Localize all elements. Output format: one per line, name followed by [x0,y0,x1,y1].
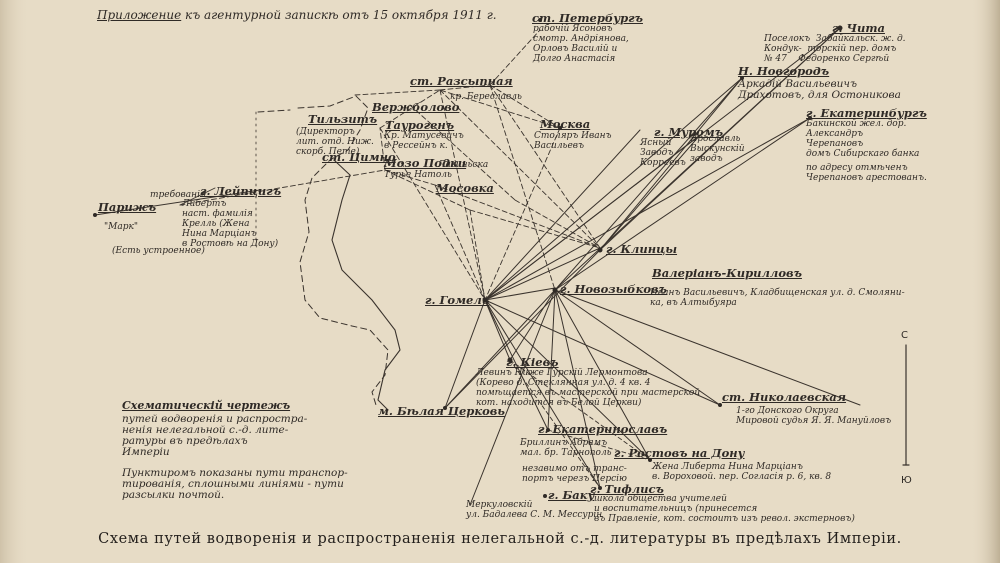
label-valerian-note: Иванъ Васильевичъ, Кладбищенская ул. д. … [650,288,905,308]
label-klintsy: г. Клинцы [606,242,678,256]
label-ekaterinburg-note: Бакинской жел. дор. Александръ Черепанов… [806,119,920,159]
nnovgorod-dot [740,76,744,80]
label-paris: Парижъ [98,200,157,214]
label-tilsit: Тильзитъ [308,112,378,126]
label-st-tsimno: ст. Цимно [322,150,396,164]
map-caption: Схема путей водворенія и распространенія… [98,531,902,547]
label-gomel: г. Гомель [425,293,490,307]
legend-body: путей водворенія и распростра- ненія нел… [122,413,308,458]
label-moscow: Москва [540,117,591,131]
label-kiev: г. Кіевъ [506,355,559,369]
belaya-dot [443,406,447,410]
paris-route-2 [179,187,216,206]
label-mezo: Мозо Подки [384,156,467,170]
label-rostov: г. Ростовъ на Дону [614,446,745,460]
label-mosovka: Мосовка [436,181,494,195]
label-murom: г. Муромъ [654,125,724,139]
label-n-novgorod-note: Аркадій Васильевичъ Драхотовъ, для Остон… [738,78,901,101]
label-tiflis-note: школа общества учителей и воспитательниц… [594,494,855,524]
dashed-transport-routes [179,29,601,301]
label-leipzig: г. Лейпцигъ [200,184,282,198]
paris-dot [93,213,97,217]
label-belaya-tserkov: м. Бѣлая Церковь [378,404,505,418]
label-paris-note3: (Есть устроенное) [112,246,205,256]
novozybkov-dot [552,287,558,293]
moscow-dot [558,126,562,130]
label-tsimno-note: Лазиньска [438,160,489,170]
label-taurogen-note: Кр. Матусевичъ в Рессейнъ к. [384,131,464,151]
ekaterinburg-dot [808,116,812,120]
label-petersburg-note: рабочій Ясоновъ смотр. Андріянова, Орлов… [533,24,629,64]
appendix-heading: Приложение къ агентурной запискѣ отъ 15 … [97,8,497,22]
ekaterinoslav-dot [546,428,550,432]
border-line [257,95,389,406]
legend-note: Пунктиромъ показаны пути транспор- тиров… [122,467,348,501]
label-ekaterinburg-note2: по адресу отмѣченъ Черепановъ арестованъ… [806,163,927,183]
dashed-south-routes [509,359,651,489]
label-transport-note: незавимо отъ транс- портъ черезъ Персію [522,464,627,484]
klintsy-dot [597,247,603,253]
label-mozo-note: Турье Натоль [384,170,452,180]
heading-rest: къ агентурной запискѣ отъ 15 октября 191… [185,8,497,22]
label-ekaterinoslav: г. Екатеринославъ [538,422,668,436]
label-kiev-note: Левинъ Ниже Гурскій Лермонтова (Корево д… [476,368,701,408]
river-line [331,159,401,411]
label-baku-note: Меркуловскiй ул. Бадалева С. М. Мессурiн [466,500,603,520]
label-tilsit-note: (Директоръ лит. отд. Ниж. скорб. Пете) [296,127,374,157]
label-razdelnaya: ст. Разсыпная [410,74,513,88]
label-razdelnaya-note: кр. Береславль [450,92,522,102]
label-nikolaevskaya-note: 1-го Донского Округа Мировой судья Я. Я.… [736,406,892,426]
gomel-dot [482,297,488,303]
heading-prefix: Приложение [97,8,182,22]
solid-routes-novozybkov [444,27,861,506]
label-ekaterinburg: г. Екатеринбургъ [806,106,927,120]
legend-title: Схематическій чертежъ [122,399,291,412]
kiev-dot [507,357,513,363]
label-murom-note: Ясный Заводъ Корреевъ [640,138,686,168]
label-baku: г. Баку [548,488,595,502]
rostov-dot [648,458,652,462]
chita-dot [837,25,843,31]
label-rostov-note: Жена Либерта Нина Марціанъ в. Вороховой.… [652,462,832,482]
compass-north-letter: С [901,330,908,341]
compass-south-letter: Ю [901,475,912,486]
label-st-petersburg: ст. Петербургъ [532,11,643,25]
petersburg-dot [538,18,542,22]
label-paris-note: "Марк" [104,222,138,232]
nikolaevskaya-dot [718,403,722,407]
label-chita: г. Чита [832,21,885,35]
label-nikolaevskaya: ст. Николаевская [722,390,846,404]
label-moscow-note: Столяръ Иванъ Васильевъ [534,131,612,151]
label-n-novgorod: Н. Новгородъ [738,64,830,78]
baku-dot [543,494,547,498]
city-markers [93,18,843,498]
label-leipzig-note: Либертъ наст. фамилія Крелль (Жена Нина … [182,199,279,249]
label-novozybkov: г. Новозыбковъ [560,282,667,296]
label-tiflis: г. Тифлисъ [590,482,664,496]
label-chita-note: Поселокъ Забайкальск. ж. д. Кондук- торс… [764,34,906,64]
paris-route [94,189,261,216]
label-paris-note2: требованія [150,190,206,200]
label-ekaterinoslav-note: Бриллинъ Абрамъ мал. бр. Тарнополь [520,438,612,458]
label-taurogen: Таурогенъ [385,118,455,132]
solid-routes-klintsy [444,27,841,409]
tiflis-dot [598,486,602,490]
solid-routes-gomel [444,27,841,489]
label-yaroslavl-note: Ярославль Выскунскій заводъ [690,134,745,164]
label-verzhbolovo: Вержболово [372,100,460,114]
label-valerian: Валеріанъ-Кирилловъ [652,266,802,280]
